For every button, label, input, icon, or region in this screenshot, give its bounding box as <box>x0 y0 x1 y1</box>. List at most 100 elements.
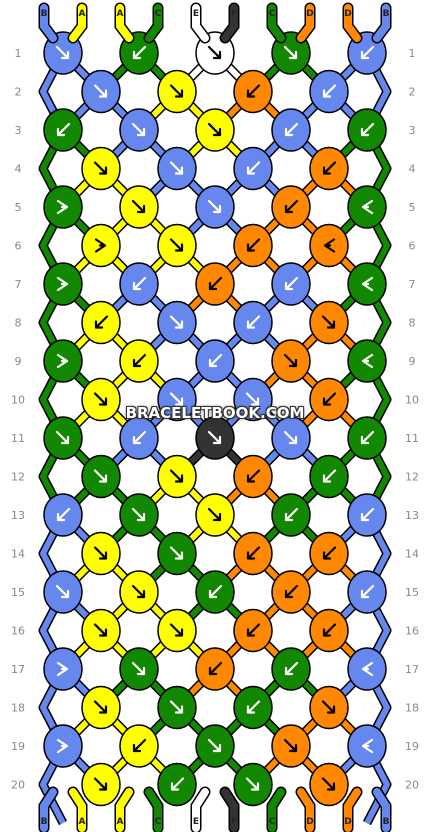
knot[interactable] <box>195 493 235 537</box>
knot-arrow-icon <box>283 45 298 60</box>
knot-arrow-icon <box>207 507 222 522</box>
knot[interactable] <box>157 685 197 730</box>
knot[interactable] <box>81 146 121 191</box>
knot[interactable] <box>43 416 83 460</box>
knot[interactable] <box>195 108 235 152</box>
knot[interactable] <box>157 608 197 653</box>
knot[interactable] <box>157 223 197 268</box>
knot[interactable] <box>309 146 349 191</box>
knot[interactable] <box>119 570 159 614</box>
knot[interactable] <box>347 570 387 614</box>
row-number-right: 1 <box>409 47 416 60</box>
knot[interactable] <box>81 762 121 807</box>
knot[interactable] <box>271 647 311 691</box>
knot[interactable] <box>233 608 273 653</box>
knot[interactable] <box>271 416 311 460</box>
knot[interactable] <box>43 724 83 768</box>
knot[interactable] <box>347 108 387 152</box>
knot[interactable] <box>233 377 273 422</box>
knot[interactable] <box>233 762 273 807</box>
knot-grid <box>43 31 387 807</box>
knot[interactable] <box>157 762 197 807</box>
knot[interactable] <box>233 685 273 730</box>
knot[interactable] <box>157 146 197 191</box>
knot[interactable] <box>157 454 197 499</box>
knot[interactable] <box>271 108 311 152</box>
knot[interactable] <box>119 185 159 229</box>
knot[interactable] <box>271 724 311 768</box>
thread-end-bottom <box>268 788 285 832</box>
knot[interactable] <box>157 531 197 576</box>
string-label-top: B <box>383 9 390 19</box>
knot[interactable] <box>81 300 121 345</box>
knot[interactable] <box>233 300 273 345</box>
knot[interactable] <box>195 262 235 306</box>
knot[interactable] <box>347 339 387 383</box>
string-label-bottom: F <box>231 817 237 827</box>
knot[interactable] <box>81 531 121 576</box>
knot[interactable] <box>81 685 121 730</box>
knot[interactable] <box>195 570 235 614</box>
knot[interactable] <box>81 223 121 268</box>
knot-arrow-icon <box>169 469 184 483</box>
knot[interactable] <box>195 339 235 383</box>
knot[interactable] <box>157 300 197 345</box>
knot[interactable] <box>233 146 273 191</box>
knot[interactable] <box>309 69 349 114</box>
knot[interactable] <box>119 493 159 537</box>
knot[interactable] <box>43 570 83 614</box>
knot[interactable] <box>119 262 159 306</box>
knot[interactable] <box>271 570 311 614</box>
knot[interactable] <box>347 262 387 306</box>
knot[interactable] <box>347 185 387 229</box>
knot-arrow-icon <box>93 161 108 175</box>
knot[interactable] <box>195 416 235 460</box>
knot[interactable] <box>119 724 159 768</box>
knot[interactable] <box>347 416 387 460</box>
knot[interactable] <box>81 454 121 499</box>
row-number-left: 2 <box>15 86 22 99</box>
knot[interactable] <box>119 416 159 460</box>
knot[interactable] <box>119 647 159 691</box>
knot[interactable] <box>347 647 387 691</box>
knot[interactable] <box>233 223 273 268</box>
row-number-left: 19 <box>11 740 25 753</box>
knot[interactable] <box>309 454 349 499</box>
knot[interactable] <box>119 108 159 152</box>
knot[interactable] <box>271 339 311 383</box>
knot[interactable] <box>347 724 387 768</box>
knot[interactable] <box>119 339 159 383</box>
knot[interactable] <box>43 262 83 306</box>
knot[interactable] <box>43 493 83 537</box>
knot[interactable] <box>233 69 273 114</box>
knot[interactable] <box>309 762 349 807</box>
knot[interactable] <box>195 185 235 229</box>
knot-arrow-icon <box>321 777 336 791</box>
knot[interactable] <box>233 531 273 576</box>
knot[interactable] <box>309 377 349 422</box>
knot[interactable] <box>195 647 235 691</box>
knot[interactable] <box>195 724 235 768</box>
knot[interactable] <box>81 608 121 653</box>
knot[interactable] <box>271 493 311 537</box>
knot[interactable] <box>271 185 311 229</box>
knot[interactable] <box>43 185 83 229</box>
knot[interactable] <box>43 647 83 691</box>
knot[interactable] <box>233 454 273 499</box>
knot[interactable] <box>309 608 349 653</box>
knot[interactable] <box>347 493 387 537</box>
knot[interactable] <box>81 377 121 422</box>
knot[interactable] <box>81 69 121 114</box>
row-number-left: 5 <box>15 201 22 214</box>
knot[interactable] <box>271 262 311 306</box>
knot-arrow-icon <box>56 661 69 677</box>
knot[interactable] <box>309 685 349 730</box>
knot[interactable] <box>309 531 349 576</box>
knot[interactable] <box>157 377 197 422</box>
knot[interactable] <box>157 69 197 114</box>
knot-arrow-icon <box>283 430 298 445</box>
knot[interactable] <box>43 339 83 383</box>
knot[interactable] <box>309 300 349 345</box>
knot[interactable] <box>43 108 83 152</box>
knot[interactable] <box>309 223 349 268</box>
